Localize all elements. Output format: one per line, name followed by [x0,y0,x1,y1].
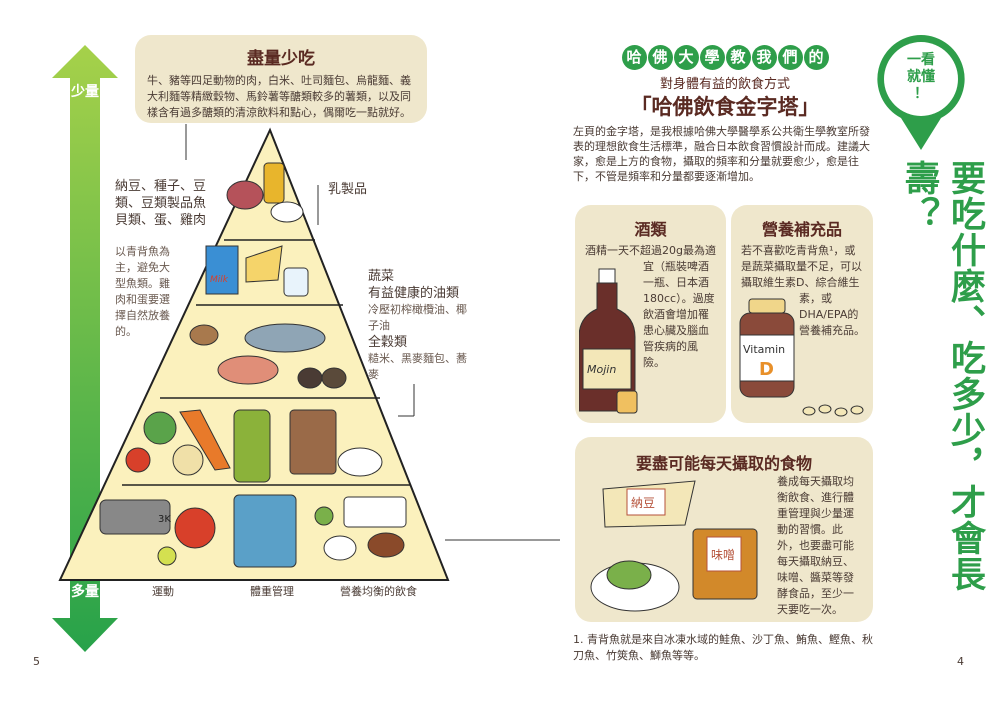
header-circle-char: 們 [777,45,803,70]
badge-text: 一看 就懂 ！ [890,52,952,103]
grain-title: 全穀類 [368,335,408,350]
daily-foods-box: 要盡可能每天攝取的食物 養成每天攝取均衡飲食、進行體重管理與少量運動的習慣。此外… [575,437,873,622]
eat-less-text: 牛、豬等四足動物的肉，白米、吐司麵包、烏龍麵、義大利麵等精緻穀物、馬鈴薯等醣類較… [147,74,411,119]
vitamin-letter-text: D [759,359,774,380]
base-label-weight: 體重管理 [250,585,294,598]
protein-title: 納豆、種子、豆類、豆類製品魚貝類、蛋、雞肉 [115,179,207,228]
arrow-top-label: 少量 [71,84,99,100]
liquor-bottle-icon: Mojin [579,268,638,414]
supplement-box: 營養補充品 Vitamin D 若不喜歡吃青背魚¹，或是蔬菜攝取量不足，可以攝取… [731,205,873,423]
eat-less-box: 盡量少吃 牛、豬等四足動物的肉，白米、吐司麵包、烏龍麵、義大利麵等精緻穀物、馬鈴… [135,35,427,123]
bottle-label-text: Mojin [587,363,616,376]
page-number-left: 5 [33,655,40,668]
alcohol-title: 酒類 [634,220,667,239]
pyramid-illustration: Milk 3K [52,45,560,652]
grain-text: 糙米、黑麥麵包、蕎麥 [368,352,467,381]
alcohol-box: 酒類 Mojin 酒精一天不超過20g最為適宜（瓶裝啤酒一瓶、日本酒180cc）… [575,205,726,423]
protein-text: 以青背魚為主，避免大型魚類。雞肉和蛋要選擇自然放養的。 [115,245,170,338]
supplement-title: 營養補充品 [761,220,842,239]
arrow-bottom-label: 多量 [71,584,99,600]
milk-label: Milk [210,275,229,285]
oil-text: 冷壓初榨橄欖油、椰子油 [368,303,467,332]
daily-title: 要盡可能每天攝取的食物 [635,454,812,473]
header-circles: 哈 佛 大 學 教 我 們 的 [610,45,840,70]
header-circle-char: 的 [803,45,829,70]
intro-text: 左頁的金字塔，是我根據哈佛大學醫學系公共衛生學教室所發表的理想飲食生活標準，融合… [573,125,870,183]
quantity-arrow [52,45,118,652]
base-label-exercise: 運動 [152,585,174,598]
supplement-text-wrap: 若不喜歡吃青背魚¹，或是蔬菜攝取量不足，可以攝取維生素D、綜合維生素，或DHA/… [731,237,873,339]
header-circle-char: 大 [673,45,699,70]
base-label-nutrition: 營養均衡的飲食 [340,585,417,598]
badge-text-line3: ！ [914,86,928,102]
miso-label: 味噌 [711,548,735,562]
header-circle-char: 我 [751,45,777,70]
vertical-title: 要吃什麼、吃多少，才會長壽？ [899,160,985,592]
fermented-foods-icon: 納豆 味噌 [590,480,758,612]
dairy-label: 乳製品 [328,182,368,197]
alcohol-text: 酒精一天不超過20g最為適宜（瓶裝啤酒一瓶、日本酒180cc）。過度飲酒會增加罹… [585,244,716,369]
header-circle-char: 教 [725,45,751,70]
badge-text-line2: 就懂 [907,69,935,85]
header-circle-char: 哈 [621,45,647,70]
page-number-right: 4 [957,655,964,668]
kettlebell-label: 3K [158,514,171,525]
badge-text-line1: 一看 [907,52,935,68]
natto-label: 納豆 [631,496,655,510]
badge-pin-icon [877,35,965,150]
daily-text: 養成每天攝取均衡飲食、進行體重管理與少量運動的習慣。此外，也要盡可能每天攝取納豆… [777,475,854,616]
veg-label: 蔬菜 [368,269,395,284]
vitamin-label-text: Vitamin [743,343,785,356]
header-subtitle: 對身體有益的飲食方式 [659,77,790,92]
header-circle-char: 佛 [647,45,673,70]
oil-title: 有益健康的油類 [368,286,460,301]
alcohol-text-wrap: 酒精一天不超過20g最為適宜（瓶裝啤酒一瓶、日本酒180cc）。過度飲酒會增加罹… [575,237,726,371]
pills-icon [802,404,864,417]
header-title: 「哈佛飲食金字塔」 [630,95,820,119]
eat-less-title: 盡量少吃 [247,49,315,69]
vitamin-bottle-icon: Vitamin D [739,298,795,398]
supplement-text: 若不喜歡吃青背魚¹，或是蔬菜攝取量不足，可以攝取維生素D、綜合維生素，或DHA/… [741,244,865,337]
header-circle-char: 學 [699,45,725,70]
veg-oil-grain-labels: 蔬菜 有益健康的油類 冷壓初榨橄欖油、椰子油 全穀類 糙米、黑麥麵包、蕎麥 [368,268,468,383]
footnote: 1. 青背魚就是來自冰凍水域的鮭魚、沙丁魚、鮪魚、鰹魚、秋刀魚、竹筴魚、鰤魚等等… [573,633,873,662]
